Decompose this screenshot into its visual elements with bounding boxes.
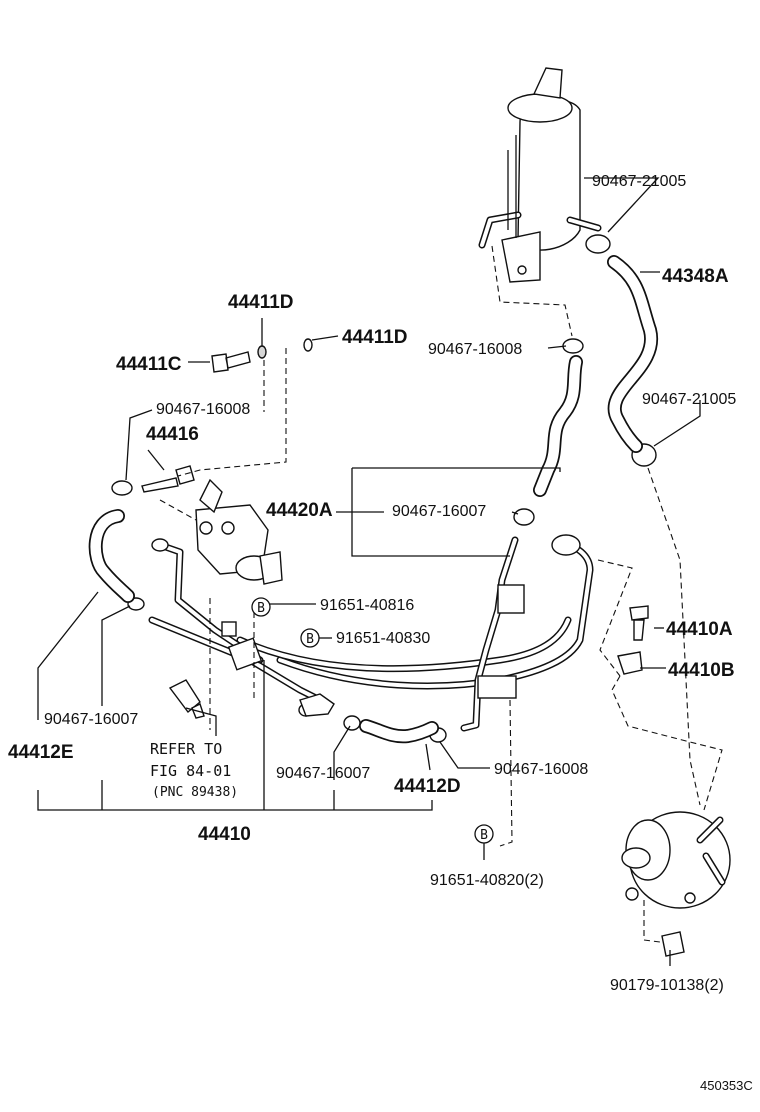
b-marker-1: B [251, 597, 271, 617]
hoses [88, 255, 659, 744]
label-90467-16007-b: 90467-16007 [276, 765, 370, 782]
note-fig: FIG 84-01 [150, 762, 231, 780]
sensor-89438 [168, 679, 201, 714]
dashed-guides [159, 245, 723, 943]
svg-text:B: B [306, 632, 314, 647]
note-refer-to: REFER TO [150, 740, 222, 758]
part-labels: 44411D 44411D 44411C 90467-16008 44416 4… [8, 173, 753, 1093]
label-44420A: 44420A [266, 500, 333, 521]
label-90467-16008-top: 90467-16008 [428, 341, 522, 358]
nut-90179 [661, 931, 685, 957]
reservoir-tank [478, 67, 602, 283]
label-44410B: 44410B [668, 660, 735, 681]
fitting-44416 [141, 465, 195, 493]
clamp-16007-b [343, 715, 361, 731]
label-44411C: 44411C [116, 354, 182, 375]
diagram-code: 450353C [700, 1078, 753, 1093]
bolt-44410A [629, 605, 649, 641]
label-90467-21005-top: 90467-21005 [592, 173, 686, 190]
power-steering-pump [621, 811, 731, 957]
label-91651-40820: 91651-40820(2) [430, 872, 544, 889]
b-marker-3: B [474, 824, 494, 844]
label-90467-16008-tl: 90467-16008 [156, 401, 250, 418]
pressure-tube-assembly [148, 534, 594, 732]
label-91651-40830: 91651-40830 [336, 630, 430, 647]
clamp-16007-mid [513, 508, 535, 526]
svg-text:B: B [480, 828, 488, 843]
bolt-44411C [211, 351, 251, 373]
label-90467-16007-mid: 90467-16007 [392, 503, 486, 520]
label-90467-21005-r: 90467-21005 [642, 391, 736, 408]
b-markers: B B B [251, 597, 494, 844]
leader-lines [37, 177, 701, 966]
bracket-44410B [617, 651, 643, 675]
label-44411D-b: 44411D [342, 327, 408, 348]
label-44412E: 44412E [8, 742, 74, 763]
label-91651-40816: 91651-40816 [320, 597, 414, 614]
label-90467-16007-l: 90467-16007 [44, 711, 138, 728]
label-44410: 44410 [198, 824, 251, 845]
label-44411D-a: 44411D [228, 292, 294, 313]
label-44410A: 44410A [666, 619, 733, 640]
label-44416: 44416 [146, 424, 199, 445]
label-90467-16008-b: 90467-16008 [494, 761, 588, 778]
svg-text:B: B [257, 601, 265, 616]
label-44412D: 44412D [394, 776, 461, 797]
note-pnc: (PNC 89438) [152, 785, 238, 800]
washer-44411D-b [303, 338, 313, 352]
label-90179-10138: 90179-10138(2) [610, 977, 724, 994]
bolts [141, 338, 649, 719]
label-44348A: 44348A [662, 266, 729, 287]
bolt-B-left [299, 693, 335, 717]
clamp-21005-top [585, 234, 611, 254]
valve-body [151, 478, 283, 585]
clamp-16008-tl [111, 480, 133, 496]
b-marker-2: B [300, 628, 320, 648]
washer-44411D-a [257, 345, 267, 359]
